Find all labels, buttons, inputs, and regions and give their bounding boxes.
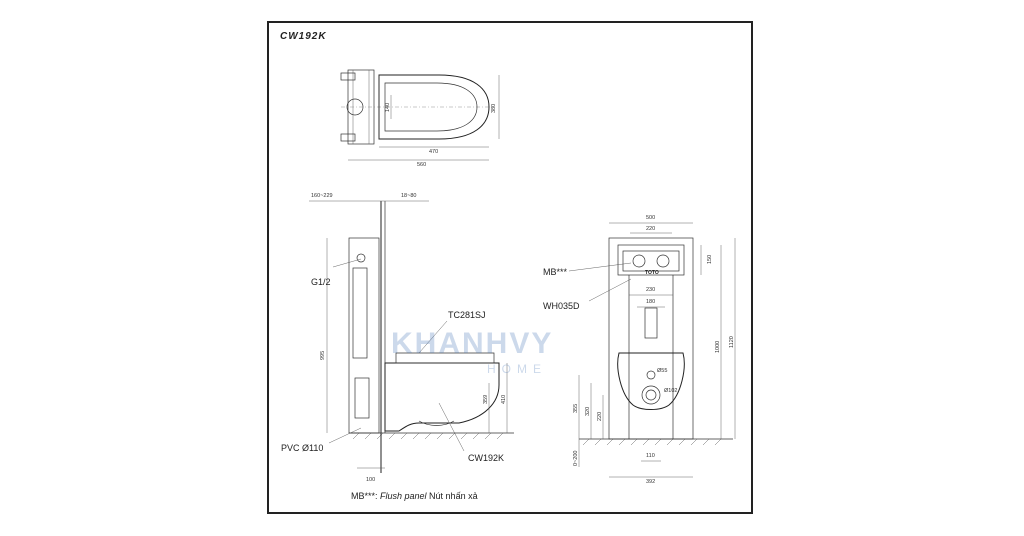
side-dim-995: 995 — [320, 351, 326, 360]
label-pvc: PVC Ø110 — [281, 443, 323, 453]
label-mb: MB*** — [543, 267, 568, 277]
front-dim-220-side: 220 — [597, 412, 603, 421]
label-cw192k: CW192K — [468, 453, 504, 463]
front-dim-230: 230 — [646, 287, 655, 293]
front-dim-320: 320 — [585, 407, 591, 416]
front-dim-500: 500 — [646, 215, 655, 221]
label-wh035d: WH035D — [543, 301, 580, 311]
top-dim-140: 140 — [385, 103, 391, 112]
front-dim-220-top: 220 — [646, 226, 655, 232]
watermark-subtext: HOME — [487, 362, 547, 376]
top-dim-560: 560 — [417, 162, 426, 168]
front-dim-1000: 1000 — [715, 341, 721, 353]
front-dim-d102: Ø102 — [664, 388, 677, 394]
side-dim-359: 359 — [483, 395, 489, 404]
label-tc281sj: TC281SJ — [448, 310, 486, 320]
svg-text:TOTO: TOTO — [645, 270, 659, 276]
front-dim-150: 150 — [707, 255, 713, 264]
footnote-italic: Flush panel — [380, 491, 428, 501]
side-dim-160-229: 160~229 — [311, 193, 333, 199]
footnote-prefix: MB***: — [351, 491, 380, 501]
technical-drawing: CW192K 380 140 470 560 — [280, 31, 736, 501]
top-dim-470: 470 — [429, 149, 438, 155]
side-dim-100: 100 — [366, 477, 375, 483]
footnote: MB***: Flush panel Nút nhấn xả — [351, 491, 478, 501]
watermark: KHANHVY HOME — [391, 327, 553, 376]
front-dim-110: 110 — [646, 453, 655, 459]
footnote-suffix: Nút nhấn xả — [427, 491, 478, 501]
drawing-title: CW192K — [280, 31, 327, 42]
top-view: 380 140 470 560 — [340, 69, 500, 168]
front-view: TOTO 500 220 150 230 180 Ø55 Ø102 1000 1… — [543, 215, 736, 485]
front-dim-355: 355 — [573, 404, 579, 413]
side-dim-18-80: 18~80 — [401, 193, 416, 199]
side-dim-410: 410 — [501, 395, 507, 404]
top-dim-380: 380 — [491, 104, 497, 113]
drawing-frame: CW192K 380 140 470 560 — [267, 21, 753, 514]
label-g12: G1/2 — [311, 277, 331, 287]
front-dim-0-200: 0~200 — [573, 451, 579, 466]
front-dim-180: 180 — [646, 299, 655, 305]
watermark-text: KHANHVY — [391, 327, 553, 360]
side-view: 160~229 18~80 995 359 410 100 G1/2 TC281… — [281, 193, 514, 483]
front-dim-d55: Ø55 — [657, 368, 667, 374]
front-dim-1120: 1120 — [729, 336, 735, 348]
front-dim-392: 392 — [646, 479, 655, 485]
